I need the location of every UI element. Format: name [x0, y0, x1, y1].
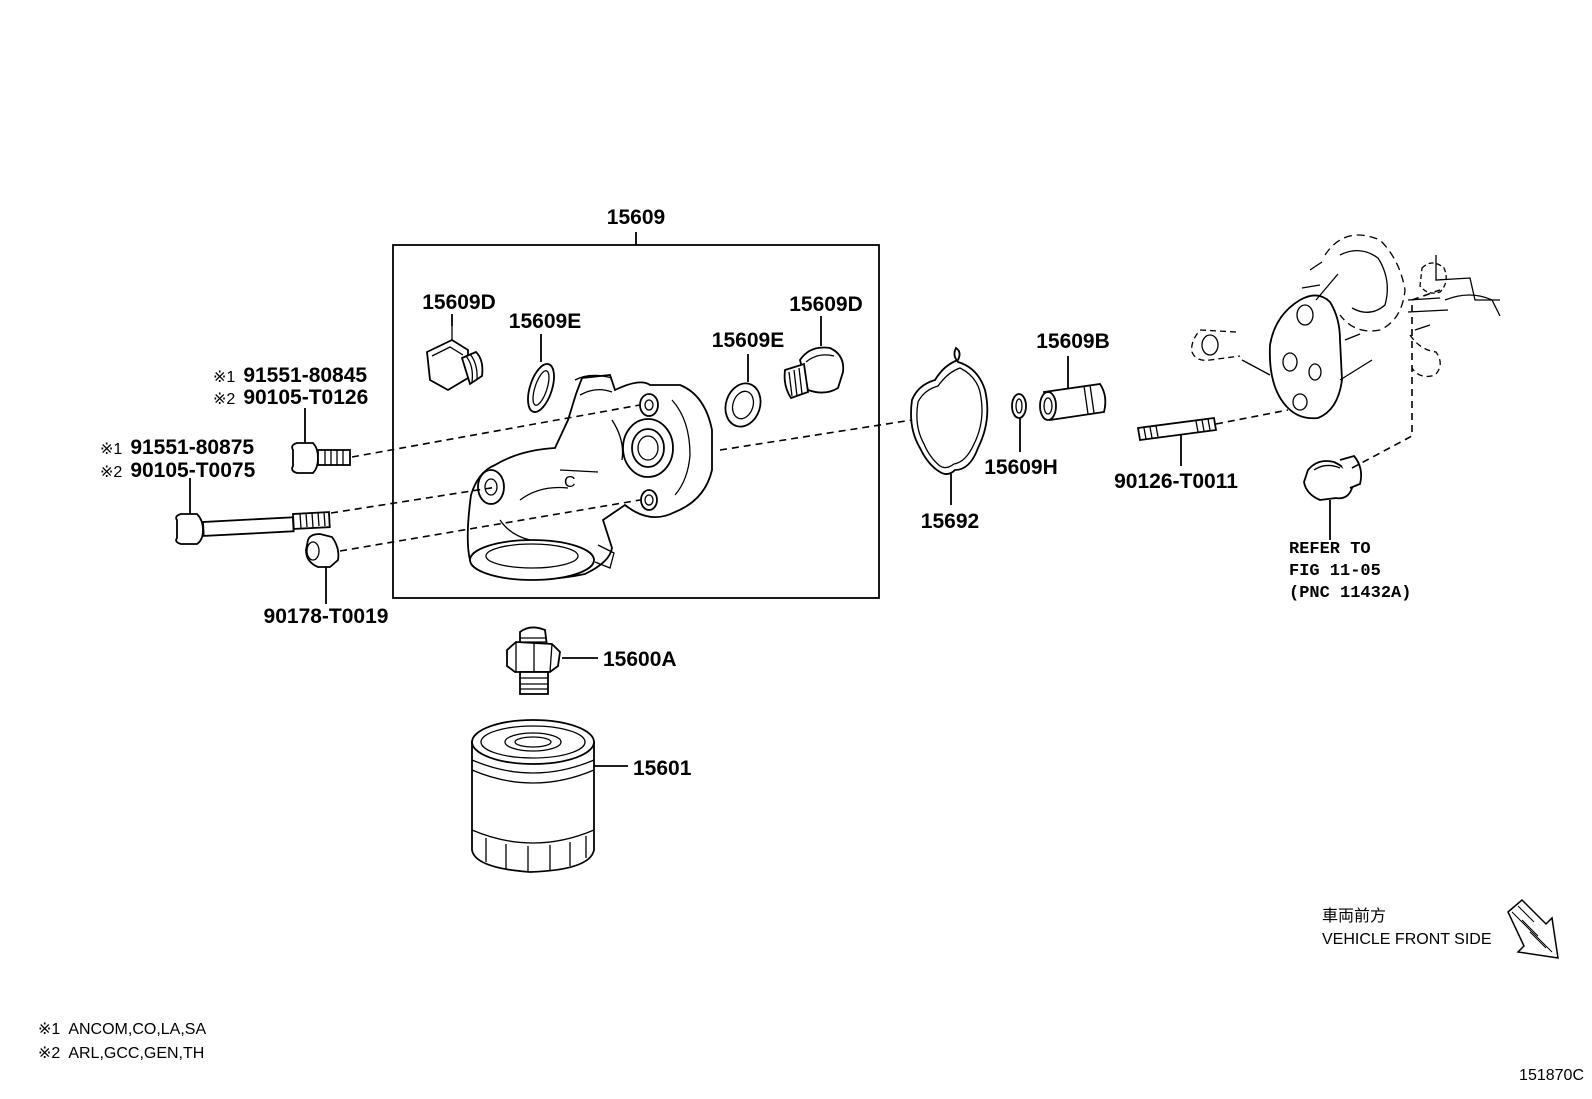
svg-text:C: C — [564, 474, 576, 491]
part-label-90178-T0019[interactable]: 90178-T0019 — [264, 605, 389, 628]
refer-note-line3[interactable]: (PNC 11432A) — [1289, 584, 1411, 603]
footnote-2: ※2 ARL,GCC,GEN,TH — [38, 1045, 204, 1062]
part-label-15609B[interactable]: 15609B — [1036, 330, 1110, 353]
part-label-15609D-left[interactable]: 15609D — [422, 291, 496, 314]
part-90178-T0019[interactable]: 90178-T0019 — [264, 533, 389, 628]
refer-note-line1[interactable]: REFER TO — [1289, 540, 1371, 559]
vehicle-front-direction: 車両前方 VEHICLE FRONT SIDE — [1322, 898, 1559, 959]
part-15601[interactable]: 15601 — [471, 719, 692, 873]
group-part-label[interactable]: 15609 — [607, 206, 665, 229]
bolt-lower[interactable]: ※1 91551-80875 ※2 90105-T0075 — [100, 436, 331, 545]
bolt-lower-label-line2[interactable]: ※2 90105-T0075 — [100, 459, 256, 482]
part-label-15609E-right[interactable]: 15609E — [712, 329, 784, 352]
direction-japanese: 車両前方 — [1322, 907, 1386, 925]
bolt-upper[interactable]: ※1 91551-80845 ※2 90105-T0126 — [213, 364, 368, 474]
part-label-15601[interactable]: 15601 — [633, 757, 692, 780]
part-label-90126-T0011[interactable]: 90126-T0011 — [1114, 470, 1238, 493]
part-15609E-left[interactable]: 15609E — [509, 310, 581, 415]
part-15609B[interactable]: 15609B — [1036, 330, 1110, 422]
part-90126-T0011[interactable]: 90126-T0011 — [1114, 416, 1238, 493]
part-15692[interactable]: 15692 — [910, 346, 989, 533]
figure-id: 151870C — [1519, 1067, 1584, 1084]
part-15609D-left[interactable]: 15609D — [422, 291, 496, 392]
direction-english: VEHICLE FRONT SIDE — [1322, 931, 1492, 948]
part-15609H[interactable]: 15609H — [984, 393, 1058, 479]
bolt-lower-label-line1[interactable]: ※1 91551-80875 — [100, 436, 254, 459]
part-15600A[interactable]: 15600A — [506, 626, 677, 695]
assembly-lines — [330, 289, 1441, 552]
oil-filter-bracket-group: 15609 — [392, 206, 880, 599]
part-label-15609H[interactable]: 15609H — [984, 456, 1058, 479]
part-label-15609D-right[interactable]: 15609D — [789, 293, 863, 316]
refer-note-line2[interactable]: FIG 11-05 — [1289, 562, 1381, 581]
direction-arrow-icon — [1507, 898, 1559, 959]
part-label-15692[interactable]: 15692 — [921, 510, 979, 533]
footnotes: ※1 ANCOM,CO,LA,SA ※2 ARL,GCC,GEN,TH — [38, 1021, 206, 1062]
part-label-15609E-left[interactable]: 15609E — [509, 310, 581, 333]
bolt-upper-label-line1[interactable]: ※1 91551-80845 — [213, 364, 367, 387]
refer-plug[interactable]: REFER TO FIG 11-05 (PNC 11432A) — [1289, 454, 1411, 603]
engine-block-reference — [1191, 234, 1501, 420]
part-15609D-right[interactable]: 15609D — [783, 293, 863, 400]
oil-filter-bracket-body: C — [466, 374, 713, 581]
footnote-1: ※1 ANCOM,CO,LA,SA — [38, 1021, 206, 1038]
bolt-upper-label-line2[interactable]: ※2 90105-T0126 — [213, 386, 368, 409]
part-label-15600A[interactable]: 15600A — [603, 648, 677, 671]
part-15609E-right[interactable]: 15609E — [712, 329, 784, 431]
